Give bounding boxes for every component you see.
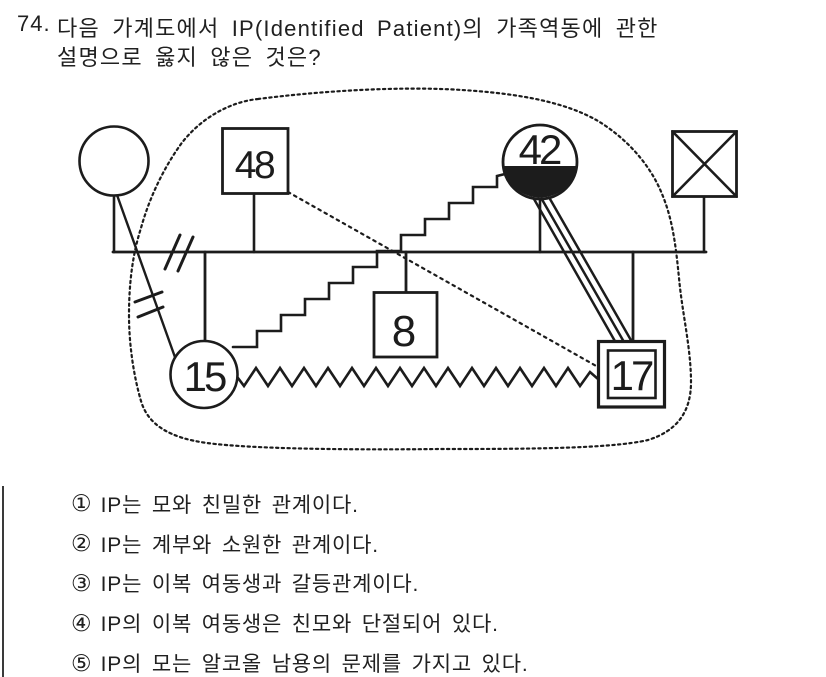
question-text-line1: 다음 가계도에서 IP(Identified Patient)의 가족역동에 관… (57, 16, 659, 41)
option-2-number: ② (71, 530, 92, 557)
bio-mother-circle (78, 125, 150, 197)
cutoff-tick-2 (136, 305, 165, 319)
stepfather-square (221, 127, 290, 195)
mother-alcohol-fill (503, 166, 577, 198)
close-triple-line-2 (538, 194, 626, 344)
option-1-text: IP는 모와 친밀한 관계이다. (100, 493, 359, 517)
deceased-x-mark (671, 130, 738, 198)
question-number: 74. (17, 11, 51, 36)
conflict-zigzag-sister-mother (231, 172, 507, 349)
half-sister-circle (169, 339, 239, 410)
option-1-number: ① (71, 490, 92, 517)
ip-square-inner (606, 349, 657, 400)
option-3-text: IP는 이복 여동생과 갈등관계이다. (100, 573, 420, 597)
option-5-number: ⑤ (71, 649, 92, 676)
option-5-text: IP의 모는 알코올 남용의 문제를 가지고 있다. (100, 653, 529, 677)
option-4: ④ IP의 이복 여동생은 친모와 단절되어 있다. (71, 603, 529, 643)
half-brother-square (372, 291, 439, 359)
conflict-zigzag-sister-ip (236, 365, 600, 389)
ip-square-outer (596, 339, 667, 409)
mother-age-label: 42 (519, 126, 561, 173)
household-boundary-dotted (127, 87, 693, 451)
option-2-text: IP는 계부와 소원한 관계이다. (100, 533, 379, 557)
option-2: ② IP는 계부와 소원한 관계이다. (71, 524, 529, 564)
option-1: ① IP는 모와 친밀한 관계이다. (71, 484, 529, 524)
ip-age-label: 17 (611, 352, 653, 399)
distant-dotted-line (286, 190, 600, 369)
cutoff-line (115, 193, 178, 362)
divorce-slash-1 (163, 233, 182, 271)
close-triple-line-1 (532, 197, 618, 345)
stepfather-age-label: 48 (235, 144, 274, 187)
half-brother-age-label: 8 (392, 307, 416, 356)
option-3: ③ IP는 이복 여동생과 갈등관계이다. (71, 564, 529, 604)
option-4-text: IP의 이복 여동생은 친모와 단절되어 있다. (100, 613, 499, 637)
page-border-line (2, 486, 4, 677)
close-triple-line-3 (544, 190, 634, 344)
option-3-number: ③ (71, 569, 92, 596)
answer-options: ① IP는 모와 친밀한 관계이다. ② IP는 계부와 소원한 관계이다. ③… (71, 484, 529, 677)
half-sister-age-label: 15 (184, 353, 226, 400)
option-4-number: ④ (71, 609, 92, 636)
option-5: ⑤ IP의 모는 알코올 남용의 문제를 가지고 있다. (71, 643, 529, 677)
divorce-slash-2 (176, 235, 195, 273)
question-text-line2: 설명으로 옳지 않은 것은? (57, 45, 322, 70)
cutoff-tick-1 (133, 290, 164, 304)
